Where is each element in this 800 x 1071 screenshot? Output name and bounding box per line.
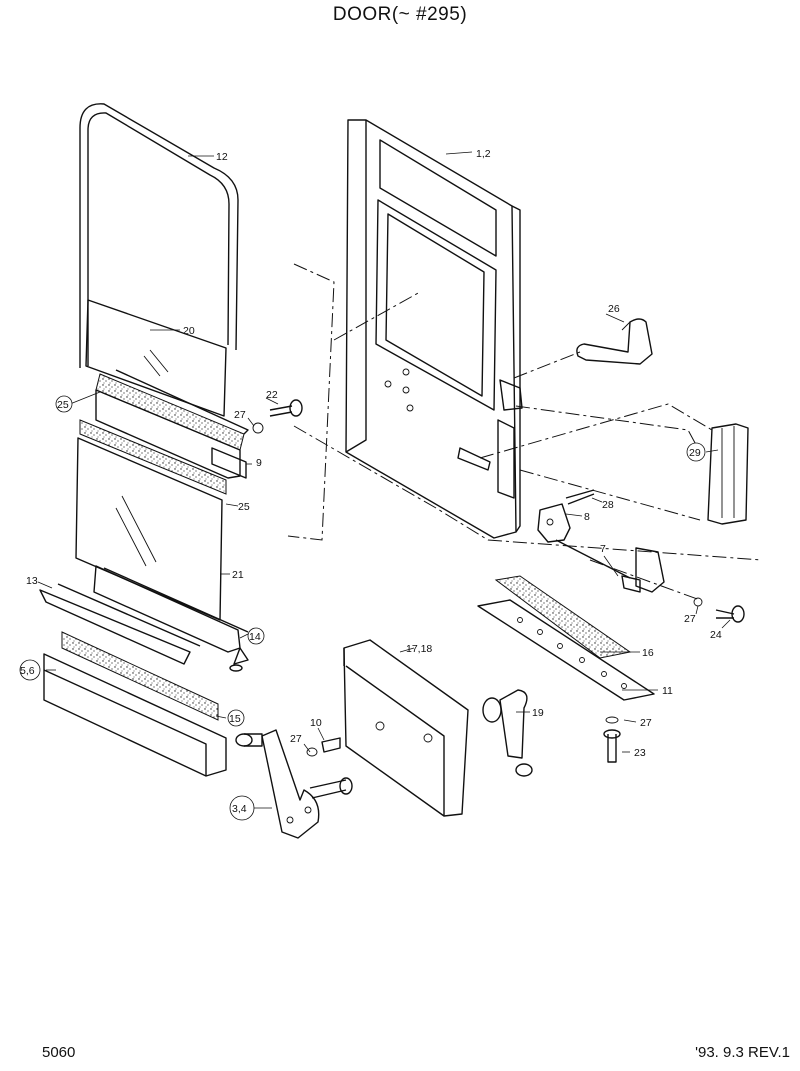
part-9-channel [211, 447, 247, 479]
callout-21: 21 [232, 569, 244, 581]
svg-text:20: 20 [183, 325, 195, 337]
callout-15: 15 [227, 709, 245, 727]
callout-28: 28 [602, 499, 614, 511]
part-8-latch-plate [537, 489, 595, 543]
svg-text:27: 27 [234, 409, 246, 421]
callout-27-a: 27 [234, 409, 246, 421]
part-26-handle [576, 318, 653, 365]
part-29-seal-strip [707, 423, 749, 525]
callout-23: 23 [634, 747, 646, 759]
callout-11: 11 [662, 685, 673, 697]
callout-17-18: 17,18 [406, 643, 432, 655]
callout-13: 13 [26, 575, 38, 587]
svg-text:7: 7 [600, 543, 606, 555]
callout-12: 12 [216, 151, 228, 163]
svg-text:27: 27 [684, 613, 696, 625]
svg-text:8: 8 [584, 511, 590, 523]
part-13-weather-strip [39, 583, 201, 665]
svg-text:26: 26 [608, 303, 620, 315]
part-12-seal [79, 103, 239, 368]
callout-3-4: 3,4 [229, 795, 255, 821]
part-16-felt-pad [494, 575, 632, 659]
svg-text:14: 14 [249, 631, 261, 643]
svg-text:21: 21 [232, 569, 244, 581]
page-number: 5060 [42, 1044, 76, 1061]
part-20-upper-glass [85, 299, 227, 417]
callout-1-2: 1,2 [476, 148, 491, 160]
svg-text:5,6: 5,6 [20, 665, 35, 677]
callout-22: 22 [266, 389, 278, 401]
callout-8: 8 [584, 511, 590, 523]
callout-27-b: 27 [684, 613, 696, 625]
svg-text:25: 25 [57, 399, 69, 411]
callout-5-6: 5,6 [19, 659, 41, 681]
callout-27-c: 27 [290, 733, 302, 745]
part-22-bolt [252, 399, 303, 434]
callout-25-lower: 25 [238, 501, 250, 513]
part-23-bolt [603, 716, 621, 763]
callout-29: 29 [686, 442, 706, 462]
assembly-centerlines [287, 263, 763, 601]
svg-text:12: 12 [216, 151, 228, 163]
svg-text:1,2: 1,2 [476, 148, 491, 160]
part-11-rail-bar [477, 599, 655, 701]
svg-text:19: 19 [532, 707, 544, 719]
callout-25-upper: 25 [55, 395, 73, 413]
leader-lines [37, 151, 731, 809]
part-25-lower-felt [79, 419, 227, 495]
callout-27-d: 27 [640, 717, 652, 729]
part-17-18-cover-panel [343, 639, 469, 817]
callout-24: 24 [710, 629, 722, 641]
part-7-rod-lock [555, 539, 665, 593]
callout-16: 16 [642, 647, 654, 659]
part-1-2-door-frame [345, 119, 523, 539]
part-14-lower-channel [93, 565, 249, 672]
part-24-screw [693, 597, 745, 623]
page-title: DOOR(~ #295) [332, 4, 468, 25]
svg-text:13: 13 [26, 575, 38, 587]
revision-note: '93. 9.3 REV.1 [695, 1044, 790, 1061]
svg-text:3,4: 3,4 [232, 803, 247, 815]
part-25-upper-felt [95, 369, 249, 479]
part-15-lower-frame [43, 631, 263, 777]
part-callouts: 12 1,2 20 26 25 22 27 9 29 25 28 8 7 21 … [19, 148, 722, 821]
svg-text:23: 23 [634, 747, 646, 759]
part-10-pin [306, 737, 341, 757]
svg-text:15: 15 [229, 713, 241, 725]
svg-text:16: 16 [642, 647, 654, 659]
part-3-4-hinge-bracket [261, 729, 353, 839]
callout-7: 7 [600, 543, 606, 555]
callout-9: 9 [256, 457, 262, 469]
svg-text:25: 25 [238, 501, 250, 513]
svg-text:9: 9 [256, 457, 262, 469]
svg-text:17,18: 17,18 [406, 643, 432, 655]
svg-text:27: 27 [290, 733, 302, 745]
svg-text:10: 10 [310, 717, 322, 729]
svg-text:29: 29 [689, 447, 701, 459]
part-19-regulator [482, 689, 533, 777]
svg-text:11: 11 [662, 685, 673, 697]
svg-text:22: 22 [266, 389, 278, 401]
callout-14: 14 [247, 627, 265, 645]
callout-19: 19 [532, 707, 544, 719]
callout-10: 10 [310, 717, 322, 729]
callout-20: 20 [183, 325, 195, 337]
callout-26: 26 [608, 303, 620, 315]
svg-text:24: 24 [710, 629, 722, 641]
svg-text:27: 27 [640, 717, 652, 729]
svg-text:28: 28 [602, 499, 614, 511]
